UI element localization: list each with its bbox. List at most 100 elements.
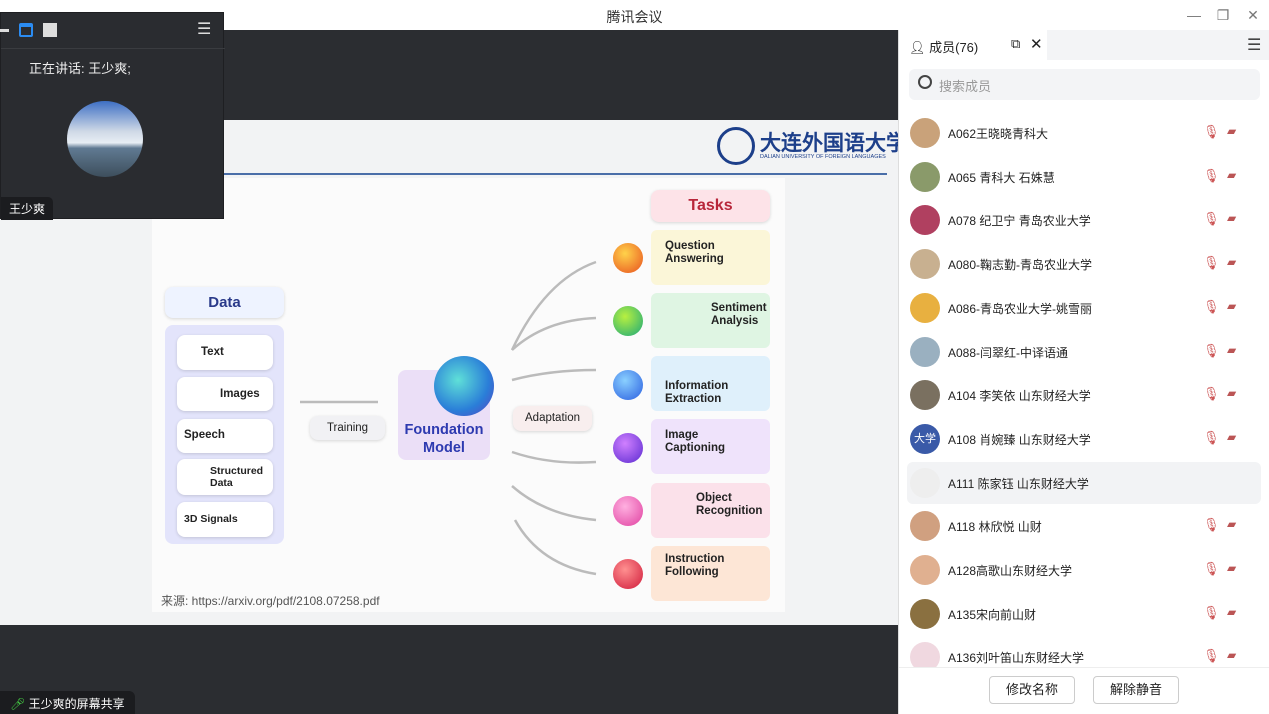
adaptation-arrow — [510, 260, 597, 351]
mic-muted-icon[interactable]: 🎙︎ — [1203, 386, 1220, 402]
member-name: A088-闫翠红-中译语通 — [948, 345, 1069, 360]
member-row[interactable]: 大学 A108 肖婉臻 山东财经大学 🎙︎ ▰ — [907, 418, 1261, 460]
speaking-indicator: 正在讲话: 王少爽; — [29, 61, 131, 76]
camera-off-icon[interactable]: ▰ — [1227, 648, 1237, 663]
divider — [1, 48, 225, 49]
member-row[interactable]: A128高歌山东财经大学🎙︎▰ — [907, 549, 1261, 591]
member-avatar — [910, 511, 940, 542]
member-avatar — [910, 555, 940, 585]
members-tab-bar: 👤︎ 成员(76) ⧉ ✕ ☰ — [899, 30, 1269, 60]
adaptation-arrow — [513, 519, 597, 576]
rename-button[interactable]: 修改名称 — [989, 676, 1075, 704]
member-avatar — [910, 467, 940, 498]
member-name: A078 纪卫宁 青岛农业大学 — [948, 214, 1091, 229]
member-avatar — [910, 598, 940, 629]
task-sentiment-analysis: Sentiment Analysis — [651, 293, 770, 348]
task-sphere-icon — [613, 306, 643, 336]
speaker-avatar — [67, 101, 143, 177]
close-button[interactable]: ✕ — [1247, 7, 1259, 23]
member-row[interactable]: A104 李笑依 山东财经大学🎙︎▰ — [907, 374, 1261, 416]
mic-muted-icon[interactable]: 🎙︎ — [1203, 429, 1220, 445]
speaker-floating-window: ☰ 正在讲话: 王少爽; 王少爽 — [0, 12, 225, 220]
mic-muted-icon[interactable]: 🎙︎ — [1203, 561, 1220, 576]
mic-muted-icon[interactable]: 🎙︎ — [1203, 604, 1220, 620]
mic-muted-icon[interactable]: 🎙︎ — [1203, 211, 1220, 227]
mic-muted-icon[interactable]: 🎙︎ — [1203, 517, 1220, 533]
adaptation-arrow — [511, 450, 597, 464]
member-avatar — [910, 205, 940, 236]
camera-off-icon[interactable]: ▰ — [1227, 211, 1237, 226]
task-question-answering: Question Answering — [651, 230, 770, 285]
member-avatar — [910, 380, 940, 411]
members-footer: 修改名称 解除静音 — [899, 667, 1269, 714]
member-row[interactable]: A088-闫翠红-中译语通 🎙︎ ▰ — [907, 331, 1261, 373]
close-panel-icon[interactable]: ✕ — [1030, 36, 1043, 53]
diagram-arrows — [300, 260, 597, 576]
member-row[interactable]: A111 陈家钰 山东财经大学 — [907, 461, 1261, 504]
window-view-icon[interactable] — [19, 23, 33, 37]
tasks-title: Tasks — [651, 190, 770, 222]
foundation-model-label: Foundation Model — [404, 422, 484, 456]
member-name: A118 林欣悦 山财 — [948, 520, 1042, 535]
list-view-icon[interactable] — [43, 23, 57, 37]
screen-share-tag: 🎤︎ 王少爽的屏幕共享 — [0, 691, 135, 714]
member-name: A136刘叶笛山东财经大学 — [948, 651, 1085, 666]
member-avatar — [910, 336, 940, 367]
mic-muted-icon[interactable]: 🎙︎ — [1203, 298, 1220, 314]
member-row[interactable]: A065 青科大 石姝慧 🎙︎ ▰ — [907, 156, 1261, 198]
collapse-menu-icon[interactable]: ☰ — [197, 21, 212, 38]
window-title: 腾讯会议 — [606, 9, 663, 25]
member-name: A135宋向前山财 — [948, 607, 1037, 622]
member-avatar — [910, 292, 940, 323]
task-object-recognition: Object Recognition — [651, 483, 770, 538]
task-sphere-icon — [613, 370, 643, 400]
adaptation-arrow — [511, 316, 597, 351]
camera-off-icon[interactable]: ▰ — [1227, 561, 1237, 575]
camera-off-icon[interactable]: ▰ — [1227, 124, 1237, 138]
camera-off-icon[interactable]: ▰ — [1227, 298, 1237, 313]
member-row[interactable]: A078 纪卫宁 青岛农业大学 🎙︎ ▰ — [907, 199, 1261, 241]
member-name: A065 青科大 石姝慧 — [948, 170, 1055, 185]
member-avatar: 大学 — [910, 423, 940, 454]
camera-off-icon[interactable]: ▰ — [1227, 604, 1237, 619]
mic-muted-icon[interactable]: 🎙︎ — [1203, 342, 1220, 358]
minimize-button[interactable]: — — [1187, 7, 1201, 23]
members-panel: 👤︎ 成员(76) ⧉ ✕ ☰ 搜索成员 A062王晓晓青科大 🎙︎ ▰ A065 … — [898, 30, 1269, 714]
member-row[interactable]: A080-鞠志勤-青岛农业大学🎙︎▰ — [907, 243, 1261, 285]
camera-off-icon[interactable]: ▰ — [1227, 255, 1237, 270]
member-row[interactable]: A062王晓晓青科大 🎙︎ ▰ — [907, 112, 1261, 154]
mic-muted-icon[interactable]: 🎙︎ — [1203, 124, 1220, 139]
mic-muted-icon[interactable]: 🎙︎ — [1203, 167, 1220, 183]
mic-muted-icon[interactable]: 🎙︎ — [1203, 255, 1220, 271]
camera-off-icon[interactable]: ▰ — [1227, 167, 1237, 182]
data-item-structured: Structured Data — [177, 459, 273, 495]
menu-icon[interactable]: ☰ — [1247, 37, 1262, 54]
task-sphere-icon — [613, 496, 643, 526]
search-placeholder: 搜索成员 — [939, 79, 992, 94]
restore-button[interactable]: ❐ — [1216, 7, 1230, 23]
member-row[interactable]: A086-青岛农业大学-姚雪丽🎙︎▰ — [907, 287, 1261, 329]
unmute-button[interactable]: 解除静音 — [1093, 676, 1179, 704]
header-line — [224, 173, 887, 175]
camera-off-icon[interactable]: ▰ — [1227, 517, 1237, 532]
mic-icon: 🎤︎ — [10, 697, 29, 711]
minimize-icon[interactable] — [0, 29, 9, 32]
data-item-3d-signals: 3D Signals — [177, 502, 273, 537]
task-sphere-icon — [613, 559, 643, 589]
mic-muted-icon[interactable]: 🎙︎ — [1203, 648, 1220, 664]
data-item-speech: Speech — [177, 419, 273, 453]
member-row[interactable]: A136刘叶笛山东财经大学 🎙︎ ▰ — [907, 636, 1261, 678]
camera-off-icon[interactable]: ▰ — [1227, 386, 1237, 401]
member-row[interactable]: A135宋向前山财 🎙︎ ▰ — [907, 593, 1261, 635]
camera-off-icon[interactable]: ▰ — [1227, 429, 1237, 444]
member-name: A108 肖婉臻 山东财经大学 — [948, 432, 1091, 447]
search-members-input[interactable]: 搜索成员 — [909, 69, 1260, 100]
data-item-images: Images — [177, 377, 273, 411]
task-instruction-following: Instruction Following — [651, 546, 770, 601]
members-tab-label: 成员(76) — [929, 40, 979, 55]
camera-off-icon[interactable]: ▰ — [1227, 342, 1237, 357]
popout-icon[interactable]: ⧉ — [1011, 36, 1021, 51]
tab-members[interactable]: 👤︎ 成员(76) ⧉ ✕ — [899, 30, 1047, 60]
member-row[interactable]: A118 林欣悦 山财 🎙︎ ▰ — [907, 505, 1261, 547]
member-name: A062王晓晓青科大 — [948, 127, 1049, 141]
